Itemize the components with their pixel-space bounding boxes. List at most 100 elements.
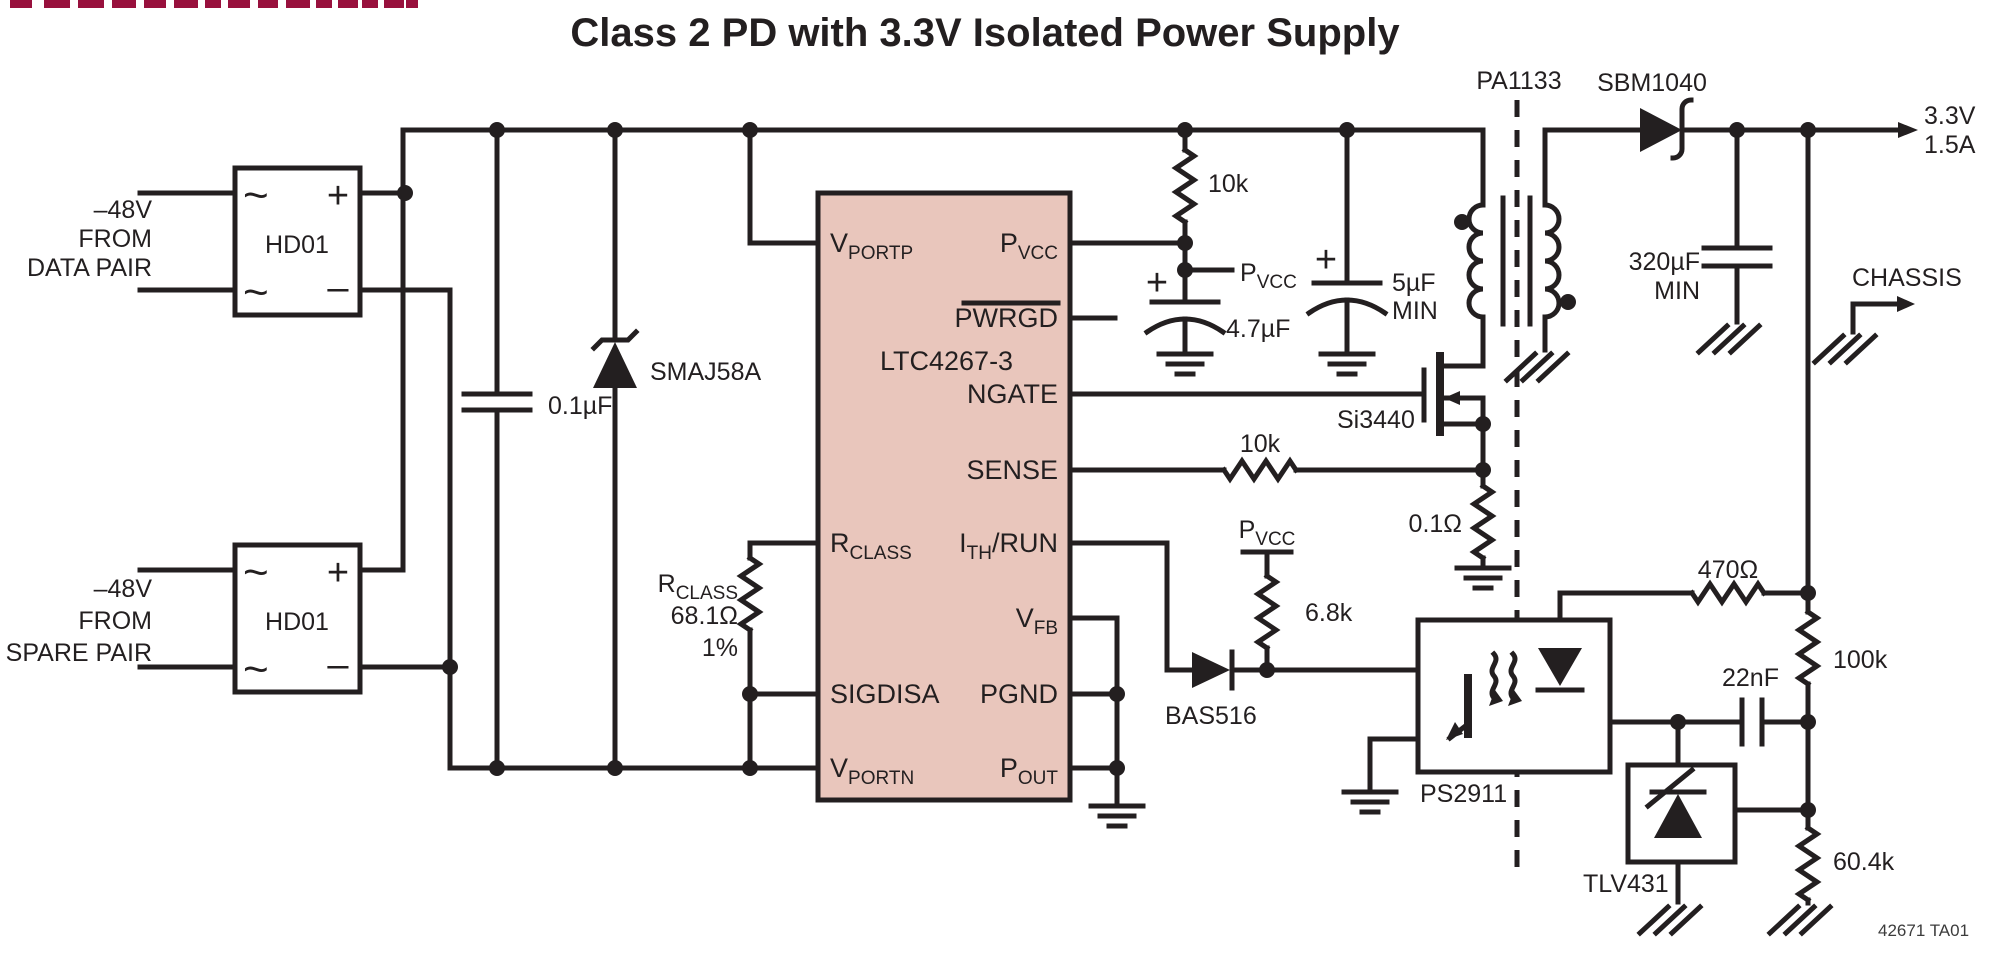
input-label: –48V <box>94 575 153 603</box>
ic-ltc4267: VPORTP RCLASS SIGDISA VPORTN PVCC PWRGD … <box>815 190 1073 803</box>
label-diode-out: SBM1040 <box>1597 69 1707 97</box>
resistor-0_1ohm <box>1469 482 1497 562</box>
ac-symbol: ~ <box>243 171 269 220</box>
mosfet-symbol <box>1421 352 1460 436</box>
signal-grounds <box>1088 351 1512 829</box>
minus-symbol: – <box>327 644 349 686</box>
input-label: –48V <box>94 196 153 224</box>
pin-rclass: RCLASS <box>830 528 912 564</box>
transformer-symbol <box>1454 195 1576 327</box>
resistor-60_4k <box>1794 824 1822 904</box>
plus-symbol: + <box>327 552 349 594</box>
output-arrow <box>1898 122 1918 138</box>
resistor-470 <box>1688 579 1768 607</box>
label-cap-out-qual: MIN <box>1654 277 1700 305</box>
pin-pwrgd: PWRGD <box>955 303 1059 333</box>
input-labels: –48V FROM DATA PAIR –48V FROM SPARE PAIR <box>6 196 153 667</box>
label-opto: PS2911 <box>1420 780 1507 808</box>
resistor-10k-sense <box>1220 456 1300 484</box>
chassis-gnd-terminal <box>1811 332 1879 366</box>
optocoupler-symbol <box>1415 617 1613 775</box>
label-output-a: 1.5A <box>1924 131 1976 159</box>
label-transformer: PA1133 <box>1476 67 1561 95</box>
cap-0_1uf <box>461 391 533 413</box>
wire-vfb-gnd <box>1067 615 1120 809</box>
label-mosfet: Si3440 <box>1337 406 1415 434</box>
chassis-gnd-604k <box>1766 903 1834 937</box>
label-cap-pvcc: 4.7µF <box>1226 315 1290 343</box>
pin-ngate: NGATE <box>967 379 1058 409</box>
label-pvcc-68k: PVCC <box>1239 516 1296 550</box>
label-diode-bas: BAS516 <box>1165 702 1257 730</box>
light-arrow-head <box>1508 690 1522 706</box>
pin-vportn: VPORTN <box>830 753 914 789</box>
ic-name: LTC4267-3 <box>880 346 1013 376</box>
label-cap-5uf: 5µF <box>1392 269 1436 297</box>
ac-symbol: ~ <box>243 548 269 597</box>
ground-opto <box>1341 789 1399 815</box>
label-cap-input: 0.1µF <box>548 392 612 420</box>
wire-rclass <box>747 540 821 771</box>
junction-dots <box>397 122 1816 818</box>
chassis-gnd-320uf <box>1695 322 1763 356</box>
bridge-label: HD01 <box>265 231 329 259</box>
sbm1040-diode-symbol <box>1640 97 1694 161</box>
wire-vportp <box>747 127 821 246</box>
label-cap-22nf: 22nF <box>1722 664 1779 692</box>
secondary-dot <box>1560 294 1576 310</box>
input-label: SPARE PAIR <box>6 639 152 667</box>
resistors <box>736 146 1822 904</box>
component-labels: 0.1µF SMAJ58A RCLASS 68.1Ω 1% 10k PVCC +… <box>548 67 1976 940</box>
bridge-label: HD01 <box>265 608 329 636</box>
wire-mosfet <box>1437 314 1486 571</box>
chassis-gnd-tlv <box>1636 903 1704 937</box>
resistor-10k-pvcc <box>1171 146 1199 226</box>
ac-symbol: ~ <box>243 645 269 694</box>
semiconductors <box>590 97 1738 865</box>
label-r-100k: 100k <box>1833 646 1888 674</box>
primary-dot <box>1454 214 1470 230</box>
ground-4_7uf <box>1156 351 1214 377</box>
ground-shunt <box>1454 565 1512 591</box>
opto-led <box>1538 648 1582 686</box>
pin-pgnd: PGND <box>980 679 1058 709</box>
tlv431-symbol <box>1625 762 1738 865</box>
plus-mark: + <box>1146 262 1168 304</box>
label-cap-out: 320µF <box>1629 248 1700 276</box>
resistor-rclass <box>736 554 764 634</box>
label-shunt-reg: TLV431 <box>1583 870 1669 898</box>
label-rclass-tol: 1% <box>702 634 738 662</box>
label-chassis: CHASSIS <box>1852 264 1962 292</box>
minus-symbol: – <box>327 267 349 309</box>
pin-ith-run: ITH/RUN <box>959 528 1058 564</box>
capacitors <box>461 245 1773 747</box>
bridge-rectifier-spare-pair: ~ + ~ – HD01 <box>232 542 363 695</box>
label-r-shunt: 0.1Ω <box>1409 510 1462 538</box>
chassis-arrow <box>1897 296 1915 312</box>
plus-symbol: + <box>327 175 349 217</box>
bridge-rectifier-data-pair: ~ + ~ – HD01 <box>232 165 363 318</box>
input-label: DATA PAIR <box>27 254 152 282</box>
page-title: Class 2 PD with 3.3V Isolated Power Supp… <box>570 11 1400 55</box>
tvs-diode-symbol <box>590 328 640 388</box>
ac-symbol: ~ <box>243 268 269 317</box>
label-r-68k: 6.8k <box>1305 599 1353 627</box>
label-pvcc-net: PVCC <box>1240 259 1297 293</box>
resistor-6_8k <box>1253 572 1281 652</box>
cap-4_7uf <box>1143 299 1227 336</box>
label-r-pvcc: 10k <box>1208 170 1249 198</box>
cap-5uf <box>1305 280 1389 317</box>
chassis-gnd-secondary <box>1503 350 1571 384</box>
pin-pout: POUT <box>1000 753 1059 789</box>
bas516-diode-symbol <box>1192 649 1235 691</box>
pin-pvcc: PVCC <box>1000 228 1058 264</box>
ground-5uf <box>1318 351 1376 377</box>
pin-vfb: VFB <box>1016 603 1058 639</box>
input-label: FROM <box>78 607 152 635</box>
wire-chassis <box>1850 301 1900 335</box>
pin-sigdisa: SIGDISA <box>830 679 940 709</box>
light-arrow <box>1489 650 1499 702</box>
wire-secondary <box>1542 127 1901 353</box>
